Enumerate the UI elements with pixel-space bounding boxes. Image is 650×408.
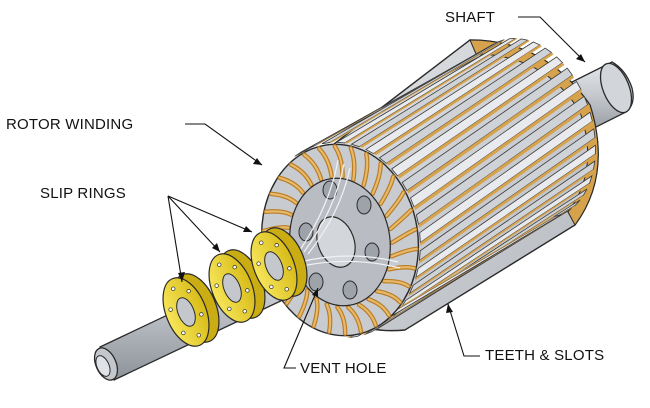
winding-slot <box>413 89 583 211</box>
winding-slot <box>344 38 518 144</box>
ring-bolt <box>274 242 279 248</box>
winding-slot <box>397 62 565 179</box>
rotor-core <box>260 38 599 338</box>
winding-coil <box>264 210 293 216</box>
slip-ring-1 <box>162 273 220 347</box>
winding-coil <box>278 176 304 194</box>
ring-bolt <box>217 262 222 267</box>
ring-bolt <box>256 261 261 266</box>
winding-slot <box>418 137 596 264</box>
winding-slot <box>420 121 594 246</box>
ring-bolt <box>245 288 250 293</box>
winding-coil <box>270 192 298 204</box>
winding-coil <box>347 306 362 333</box>
ring-bolt <box>171 286 176 291</box>
winding-coil <box>325 303 332 333</box>
winding-coil <box>390 247 418 258</box>
winding-coil <box>298 289 309 318</box>
ring-bolt <box>287 266 292 271</box>
ring-bolt <box>181 330 186 336</box>
leader-lines <box>167 16 586 369</box>
slip-rings <box>162 227 308 347</box>
label-rotor-winding: ROTOR WINDING <box>6 116 134 133</box>
winding-coil <box>371 162 382 195</box>
winding-slot <box>408 169 594 297</box>
ring-bolt <box>232 264 237 270</box>
ring-bolt <box>259 240 264 245</box>
winding-coil <box>289 163 313 186</box>
winding-coil <box>362 152 369 187</box>
winding-coil <box>318 147 333 178</box>
winding-slot <box>329 39 507 143</box>
winding-slot <box>414 153 596 281</box>
ring-bolt <box>199 312 204 317</box>
label-slip-rings: SLIP RINGS <box>40 185 126 202</box>
ring-bolt <box>168 307 173 312</box>
label-shaft: SHAFT <box>445 9 496 26</box>
winding-coil <box>376 290 402 304</box>
winding-slot <box>386 52 554 166</box>
ring-bolt <box>242 309 247 314</box>
winding-coil <box>379 175 395 205</box>
ring-bolt <box>214 283 219 288</box>
winding-coil <box>385 191 405 217</box>
ring-bolt <box>227 306 232 312</box>
slip-ring-bolts <box>168 240 292 338</box>
winding-coil <box>391 228 417 244</box>
teeth-and-slots <box>294 38 596 338</box>
winding-coil <box>336 306 347 335</box>
ring-bolt <box>196 333 201 338</box>
winding-coil <box>367 298 391 317</box>
winding-slot <box>406 75 575 194</box>
winding-slot <box>359 40 530 148</box>
winding-coil <box>349 147 356 181</box>
winding-coil <box>387 266 416 271</box>
winding-slot <box>315 43 496 146</box>
ring-bolt <box>186 288 191 294</box>
winding-slot <box>399 183 590 311</box>
winding-slot <box>361 212 567 336</box>
label-teeth-slots: TEETH & SLOTS <box>485 347 605 364</box>
winding-coil <box>303 153 323 181</box>
slip-ring-3 <box>250 227 308 301</box>
ring-bolt <box>269 284 274 290</box>
label-vent-hole: VENT HOLE <box>300 360 387 377</box>
winding-leads <box>299 159 401 269</box>
winding-coil <box>312 297 319 328</box>
winding-slot <box>373 44 543 156</box>
ring-bolt <box>284 287 289 292</box>
winding-coil <box>389 209 412 231</box>
vent-holes <box>298 180 380 300</box>
winding-slot <box>418 104 589 228</box>
winding-coil <box>382 280 410 288</box>
winding-coil <box>357 303 377 327</box>
